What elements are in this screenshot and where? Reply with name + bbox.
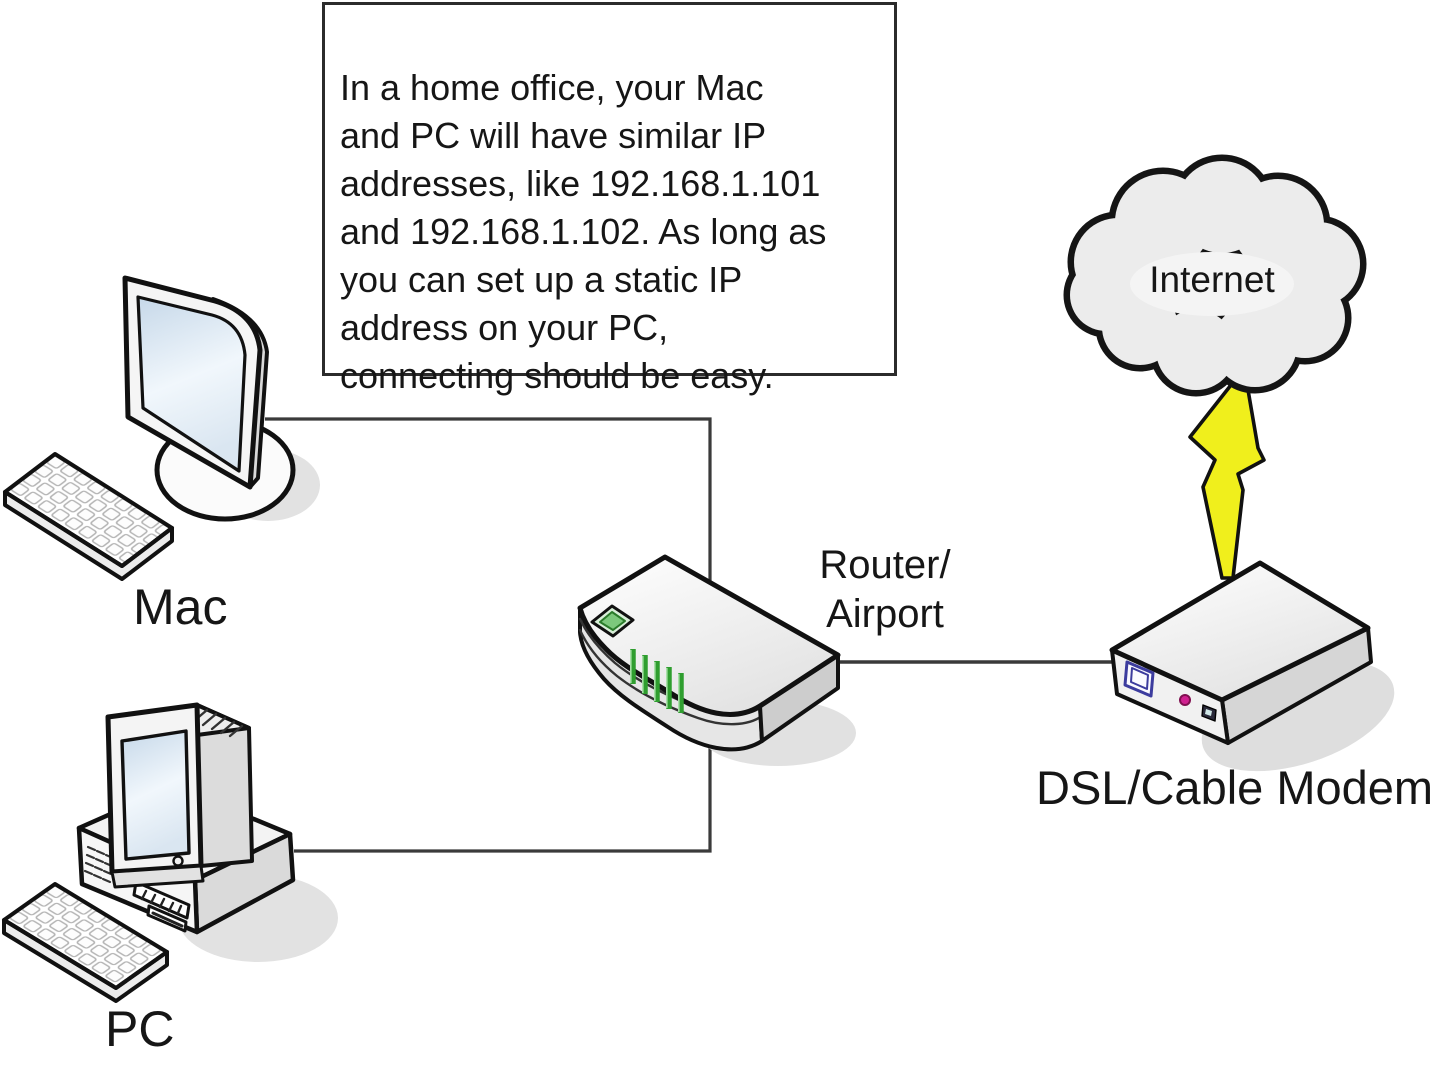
- internet-cloud-icon: [1063, 154, 1367, 397]
- label-pc: PC: [105, 1001, 175, 1057]
- label-internet: Internet: [1149, 259, 1275, 300]
- label-mac: Mac: [133, 579, 228, 635]
- router-icon: [577, 554, 856, 766]
- pc-computer-icon: [2, 702, 338, 1003]
- modem-icon: [1109, 560, 1395, 772]
- label-router: Router/ Airport: [819, 543, 951, 636]
- modem-status-led: [1179, 694, 1191, 706]
- note-box: In a home office, your Mac and PC will h…: [322, 2, 897, 396]
- note-text: In a home office, your Mac and PC will h…: [340, 67, 827, 396]
- connection-line-pc-router: [294, 730, 712, 853]
- connection-line-mac-router: [265, 417, 712, 590]
- label-modem: DSL/Cable Modem: [1036, 761, 1434, 814]
- lightning-bolt-icon: [1188, 382, 1266, 580]
- mac-computer-icon: [3, 275, 320, 581]
